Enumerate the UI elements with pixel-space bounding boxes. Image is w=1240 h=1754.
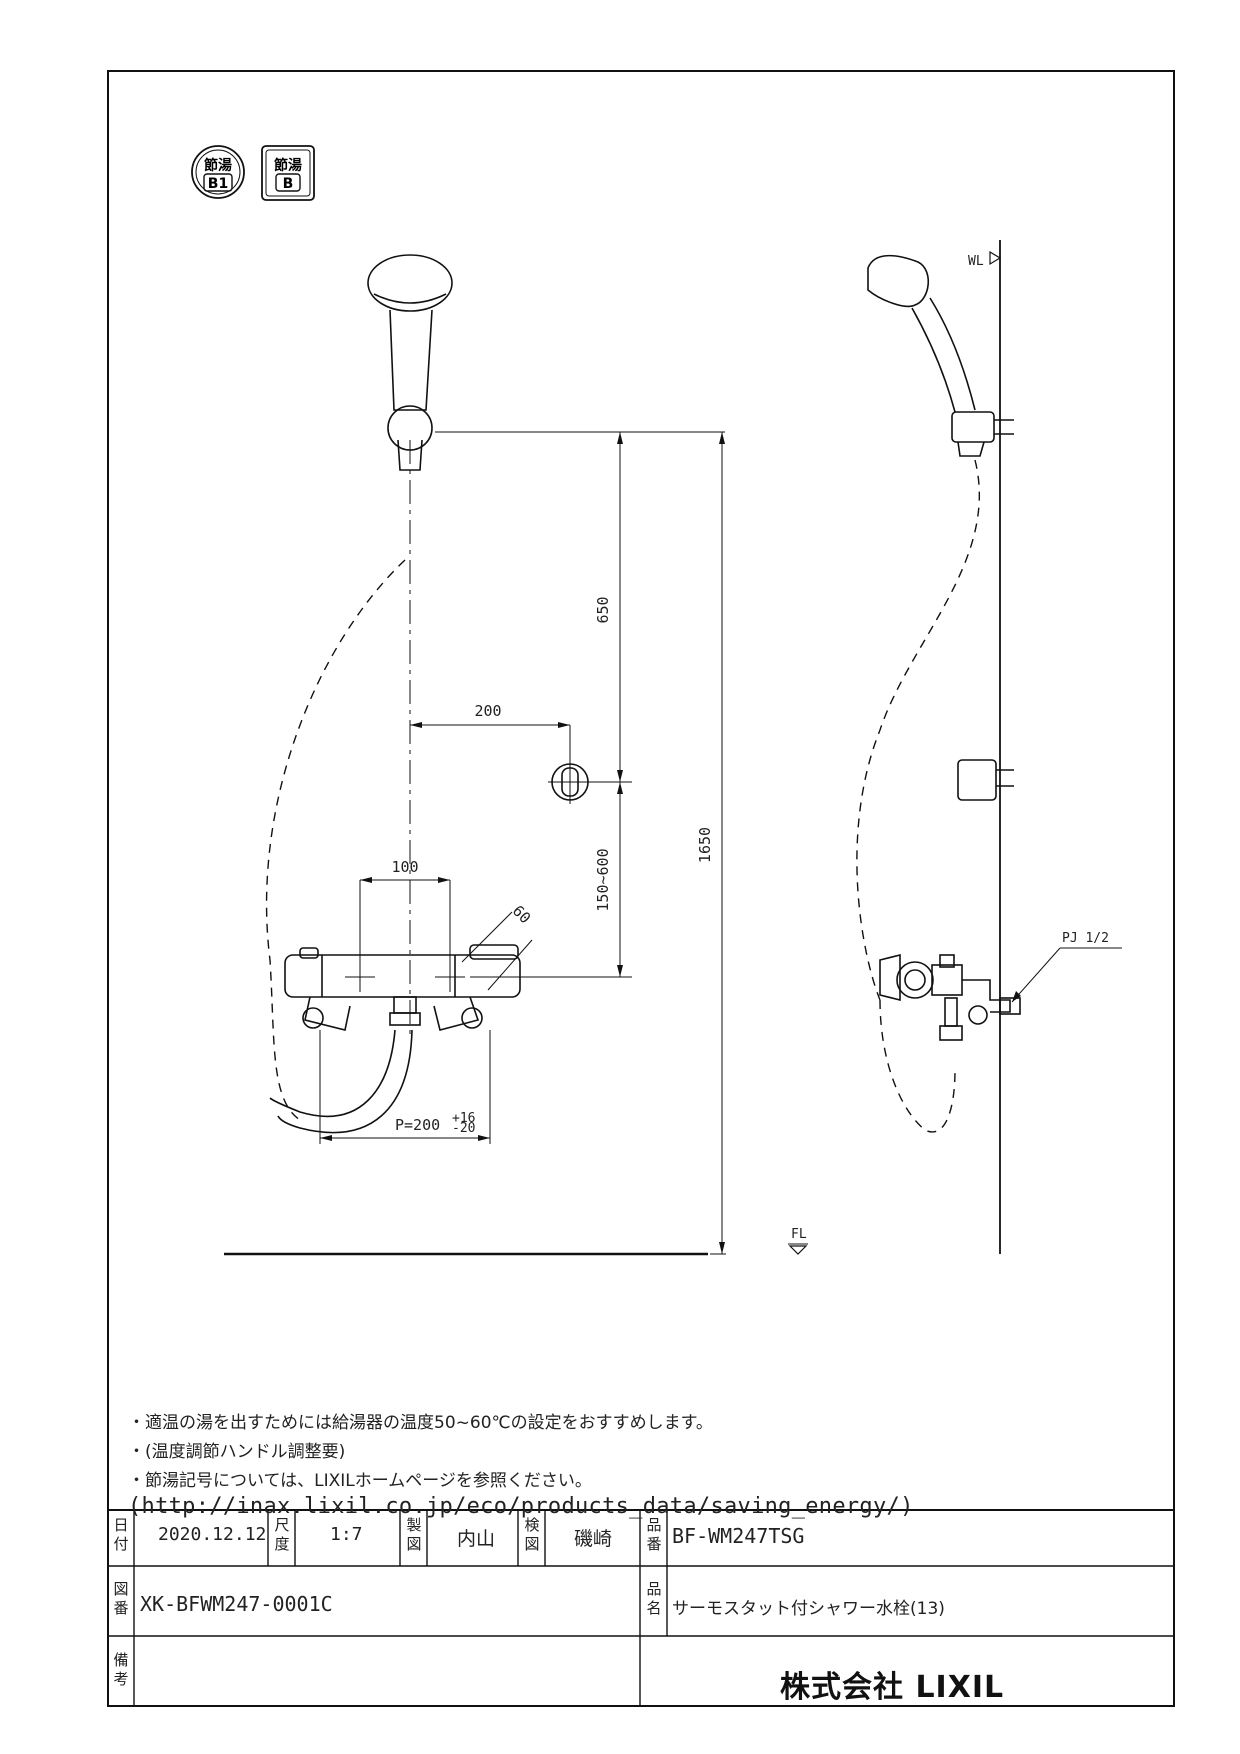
mixer-side <box>896 961 934 999</box>
remarks-key: 備考 <box>113 1651 129 1688</box>
shower-head-side <box>867 254 929 308</box>
drawing-border <box>107 70 1175 1707</box>
product-name-key: 品名 <box>646 1580 662 1617</box>
badge-b1-bottom: B1 <box>208 176 228 192</box>
note-symbol: ・節湯記号については、LIXILホームページを参照ください。 <box>128 1471 592 1491</box>
drawing-no-value: XK-BFWM247-0001C <box>140 1592 333 1616</box>
dimension-arrows <box>320 432 725 1254</box>
checked-value: 磯崎 <box>574 1528 613 1550</box>
dim-1650: 1650 <box>696 827 714 863</box>
drawing-no-key: 図番 <box>113 1580 129 1617</box>
badge-b-bottom: B <box>283 176 294 192</box>
badge-b-top: 節湯 <box>274 157 302 174</box>
drawn-value: 内山 <box>457 1528 496 1550</box>
dim-100: 100 <box>391 858 418 876</box>
company-name: 株式会社 LIXIL <box>780 1670 1005 1705</box>
part-no-key: 品番 <box>646 1516 662 1553</box>
badge-b1: 節湯 B1 <box>191 145 245 199</box>
dim-pitch-tol-minus: -20 <box>452 1121 475 1136</box>
badge-b1-top: 節湯 <box>204 157 232 174</box>
label-fl: FL <box>791 1227 807 1242</box>
scale-value: 1:7 <box>330 1524 363 1545</box>
label-pj: PJ 1/2 <box>1062 931 1109 946</box>
checked-key: 検図 <box>524 1516 540 1553</box>
dim-650: 650 <box>594 596 612 623</box>
date-value: 2020.12.12 <box>158 1524 267 1545</box>
note-adjust: ・(温度調節ハンドル調整要) <box>128 1442 346 1462</box>
dim-60: 60 <box>509 902 535 928</box>
shower-head-front <box>367 254 453 312</box>
scale-key: 尺度 <box>274 1516 290 1553</box>
dimension-lines <box>319 431 726 1255</box>
dim-200: 200 <box>474 702 501 720</box>
badge-b: 節湯 B <box>261 145 315 201</box>
wall-hook-side <box>957 759 997 801</box>
product-name-value: サーモスタット付シャワー水栓(13) <box>672 1599 945 1619</box>
dim-150-600: 150~600 <box>594 848 612 911</box>
mixer-body <box>284 954 521 998</box>
drawn-key: 製図 <box>406 1516 422 1553</box>
dim-pitch: P=200 <box>395 1116 440 1134</box>
part-no-value: BF-WM247TSG <box>672 1524 805 1548</box>
label-wl: WL <box>968 254 984 269</box>
title-block-grid <box>108 1509 1174 1706</box>
front-view <box>265 254 592 1134</box>
side-view <box>856 240 1021 1254</box>
note-temperature: ・適温の湯を出すためには給湯器の温度50~60℃の設定をおすすめします。 <box>128 1413 713 1433</box>
date-key: 日付 <box>113 1516 129 1553</box>
dim-pitch-tol-plus: +16 <box>452 1111 475 1126</box>
reference-url: (http://inax.lixil.co.jp/eco/products_da… <box>128 1494 914 1519</box>
